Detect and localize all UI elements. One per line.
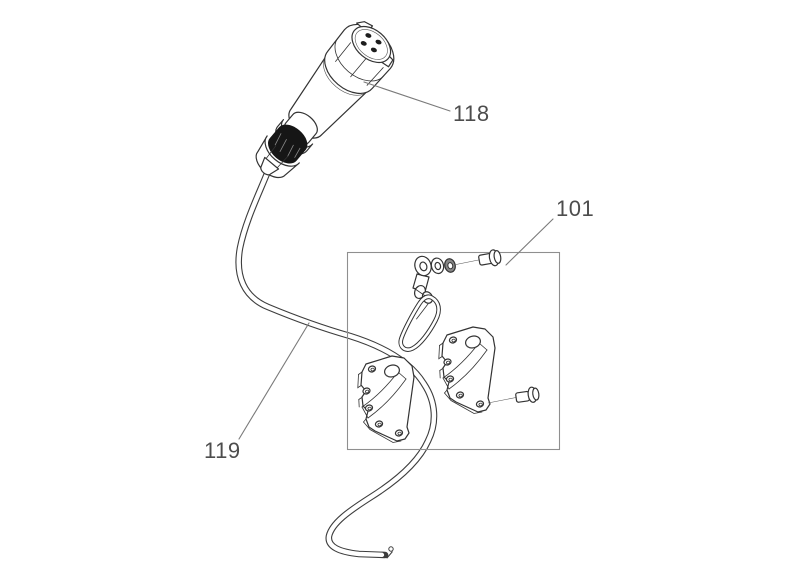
- connector-pins: [360, 33, 382, 53]
- cable-end-fray: [383, 546, 394, 559]
- lock-washer: [444, 258, 456, 273]
- harness-cable: [235, 157, 438, 559]
- snap-hook: [398, 294, 441, 352]
- leader-line-118: [363, 81, 451, 112]
- machine-screw-bottom: [515, 386, 540, 403]
- connector-plug: [255, 21, 395, 179]
- bracket-left: [357, 355, 415, 444]
- callout-label-119: 119: [204, 438, 241, 463]
- snap-hook-gate: [416, 303, 429, 320]
- strain-relief-tail: [260, 156, 280, 176]
- connector-face: [351, 25, 392, 64]
- leader-line-101: [505, 218, 554, 266]
- explode-axis-line: [487, 397, 517, 404]
- flat-washer: [430, 257, 445, 275]
- callout-label-118: 118: [453, 101, 490, 126]
- cable-core: [236, 158, 437, 557]
- explode-axis-line: [455, 259, 482, 265]
- machine-screw-top: [478, 249, 502, 267]
- leader-line-119: [238, 322, 310, 440]
- kit-boundary-box: [346, 251, 561, 451]
- bracket-right: [438, 326, 496, 415]
- callout-label-101: 101: [556, 196, 594, 221]
